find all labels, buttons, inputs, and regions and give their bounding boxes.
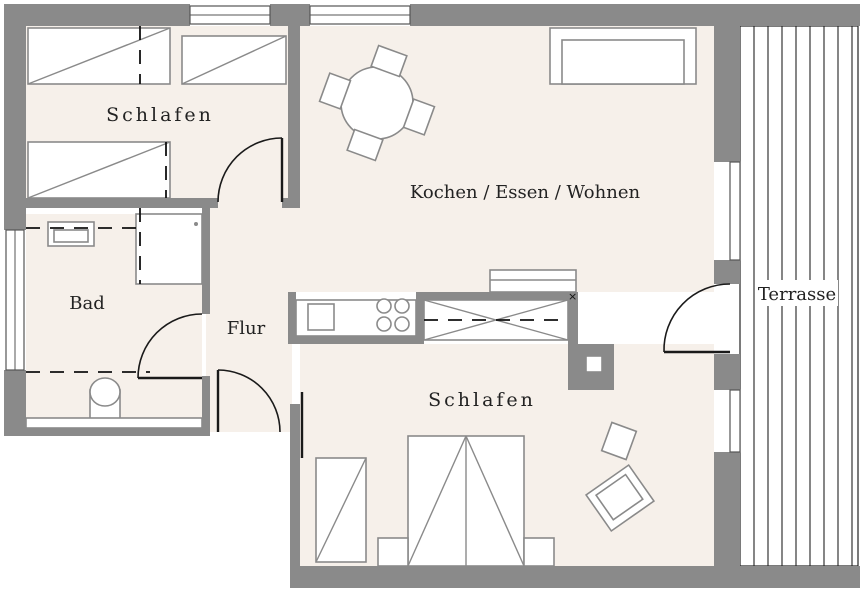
doors <box>137 137 731 458</box>
nightstand-left <box>377 537 409 567</box>
furniture-schlafen-top <box>27 26 287 199</box>
label-schlafen-bottom: Schlafen <box>428 389 536 411</box>
chair-2 <box>318 72 352 110</box>
wall-bad-right-upper <box>202 206 210 314</box>
wall-top-left <box>4 4 190 26</box>
wall-right-top <box>714 26 740 162</box>
label-terrasse: Terrasse <box>758 284 836 305</box>
window-right-1 <box>729 161 741 261</box>
door-flur-bottom <box>217 369 281 433</box>
chimney-inner <box>585 355 603 373</box>
wall-int-horiz-stub <box>282 198 300 208</box>
wall-bottom-left-stub <box>290 404 300 588</box>
floor-flur <box>206 206 292 432</box>
room-labels: Schlafen Kochen / Essen / Wohnen Bad Flu… <box>69 104 838 411</box>
wall-bad-right-lower <box>202 376 210 436</box>
wall-wardrobe-frame-top <box>416 292 578 300</box>
wall-right-bottom <box>714 452 740 566</box>
stove-burner-3 <box>376 316 392 332</box>
wall-bottom <box>290 566 860 588</box>
side-table <box>600 421 638 461</box>
window-right-2 <box>729 389 741 453</box>
label-flur: Flur <box>227 318 266 339</box>
label-bad: Bad <box>69 293 104 314</box>
wall-wardrobe-frame-left <box>416 292 424 344</box>
svg-text:×: × <box>568 290 577 303</box>
furniture-schlafen-bottom <box>315 421 656 567</box>
shower <box>135 213 203 285</box>
terrace-label-bg <box>756 280 838 306</box>
stove-burner-1 <box>376 298 392 314</box>
stove-burner-4 <box>394 316 410 332</box>
chair-1 <box>370 44 408 78</box>
wall-right-mid1 <box>714 260 740 284</box>
label-kochen-essen-wohnen: Kochen / Essen / Wohnen <box>410 182 641 203</box>
chair-3 <box>402 98 436 136</box>
door-bad <box>137 313 203 379</box>
wall-kitchen-left <box>288 292 296 344</box>
door-schlafen-top <box>217 137 283 203</box>
door-terrace <box>663 283 731 353</box>
dining-table <box>340 66 414 140</box>
furniture-kochen: × <box>295 27 697 373</box>
label-schlafen-top: Schlafen <box>106 104 214 126</box>
wall-bad-bottom <box>4 428 210 436</box>
wall-left-lower <box>4 370 26 436</box>
furniture-bad <box>25 208 203 429</box>
sink <box>307 303 335 331</box>
wall-int-vert-top <box>288 4 300 204</box>
nightstand-right <box>523 537 555 567</box>
windows <box>5 5 741 453</box>
bathtub-rim <box>25 417 203 429</box>
wall-int-horiz-schlafen <box>4 198 218 208</box>
wall-right-mid2 <box>714 354 740 390</box>
wall-kitchen-bottom <box>290 336 416 344</box>
chair-4 <box>346 128 384 162</box>
wall-top-right <box>410 4 860 26</box>
wall-left-upper <box>4 4 26 230</box>
stove-burner-2 <box>394 298 410 314</box>
wall-wardrobe-frame-right <box>568 292 578 344</box>
walls <box>4 4 860 588</box>
sideboard <box>489 269 577 293</box>
